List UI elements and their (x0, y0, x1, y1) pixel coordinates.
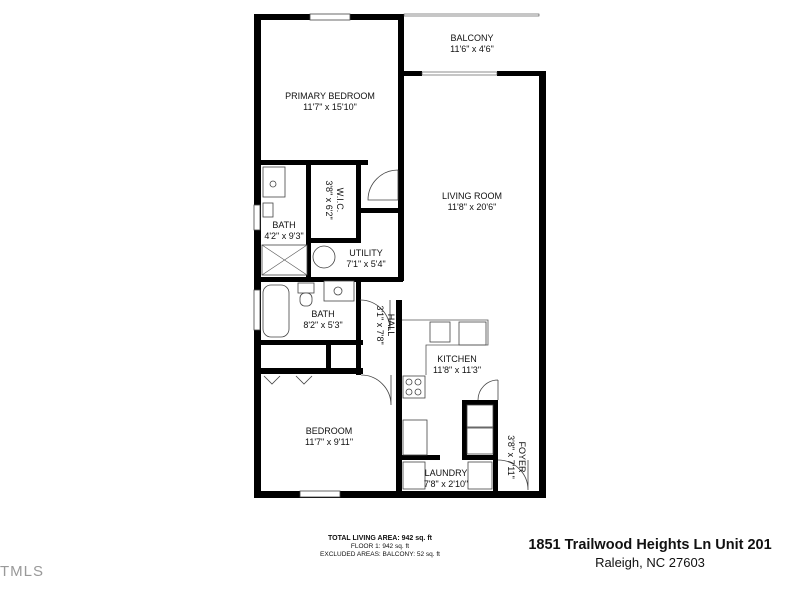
room-wic: W.I.C. 3'8" x 6'2" (324, 180, 345, 219)
doors (263, 169, 529, 491)
room-dims: 7'1" x 5'4" (346, 259, 385, 269)
room-name: LIVING ROOM (442, 191, 502, 201)
room-dims: 11'7" x 15'10" (303, 102, 357, 112)
room-hall: HALL 3'1" x 7'8" (375, 305, 396, 344)
excluded-areas: EXCLUDED AREAS: BALCONY: 52 sq. ft (320, 551, 440, 558)
area-summary: TOTAL LIVING AREA: 942 sq. ft FLOOR 1: 9… (300, 535, 460, 559)
room-name: W.I.C. (335, 188, 345, 213)
address-line-2: Raleigh, NC 27603 (595, 555, 705, 570)
room-name: LAUNDRY (425, 468, 468, 478)
room-foyer: FOYER 3'8" x 7'11" (506, 435, 527, 479)
room-dims: 4'2" x 9'3" (264, 231, 303, 241)
room-name: BALCONY (450, 33, 493, 43)
room-name: KITCHEN (437, 354, 477, 364)
mls-logo: TMLS (0, 563, 45, 580)
room-name: FOYER (517, 441, 527, 473)
room-dims: 8'2" x 5'3" (303, 320, 342, 330)
room-dims: 11'8" x 20'6" (448, 202, 497, 212)
room-utility: UTILITY 7'1" x 5'4" (346, 248, 385, 269)
room-kitchen: KITCHEN 11'8" x 11'3" (433, 354, 481, 375)
room-dims: 7'8" x 2'10" (424, 479, 468, 489)
room-living-room: LIVING ROOM 11'8" x 20'6" (442, 191, 502, 212)
room-dims: 11'8" x 11'3" (433, 365, 481, 375)
room-name: BATH (311, 309, 334, 319)
room-dims: 11'7" x 9'11" (305, 437, 353, 447)
total-living-area: TOTAL LIVING AREA: 942 sq. ft (328, 535, 432, 542)
room-name: UTILITY (349, 248, 383, 258)
room-dims: 3'8" x 6'2" (324, 180, 334, 219)
room-bedroom: BEDROOM 11'7" x 9'11" (305, 426, 353, 447)
room-name: PRIMARY BEDROOM (285, 91, 375, 101)
room-bath: BATH 8'2" x 5'3" (303, 309, 342, 330)
address: 1851 Trailwood Heights Ln Unit 201 Ralei… (505, 537, 795, 570)
floor-1-area: FLOOR 1: 942 sq. ft (350, 543, 410, 550)
room-balcony: BALCONY 11'6" x 4'6" (450, 33, 494, 54)
room-dims: 11'6" x 4'6" (450, 44, 494, 54)
room-name: BEDROOM (306, 426, 353, 436)
fixtures (261, 166, 494, 490)
room-name: HALL (386, 314, 396, 337)
room-name: BATH (272, 220, 295, 230)
room-dims: 3'8" x 7'11" (506, 435, 516, 479)
room-laundry: LAUNDRY 7'8" x 2'10" (424, 468, 468, 489)
room-primary-bedroom: PRIMARY BEDROOM 11'7" x 15'10" (285, 91, 375, 112)
room-bath-primary: BATH 4'2" x 9'3" (264, 220, 303, 241)
windows (253, 13, 540, 498)
room-dims: 3'1" x 7'8" (375, 305, 385, 344)
address-line-1: 1851 Trailwood Heights Ln Unit 201 (528, 537, 772, 553)
walls (254, 14, 546, 498)
